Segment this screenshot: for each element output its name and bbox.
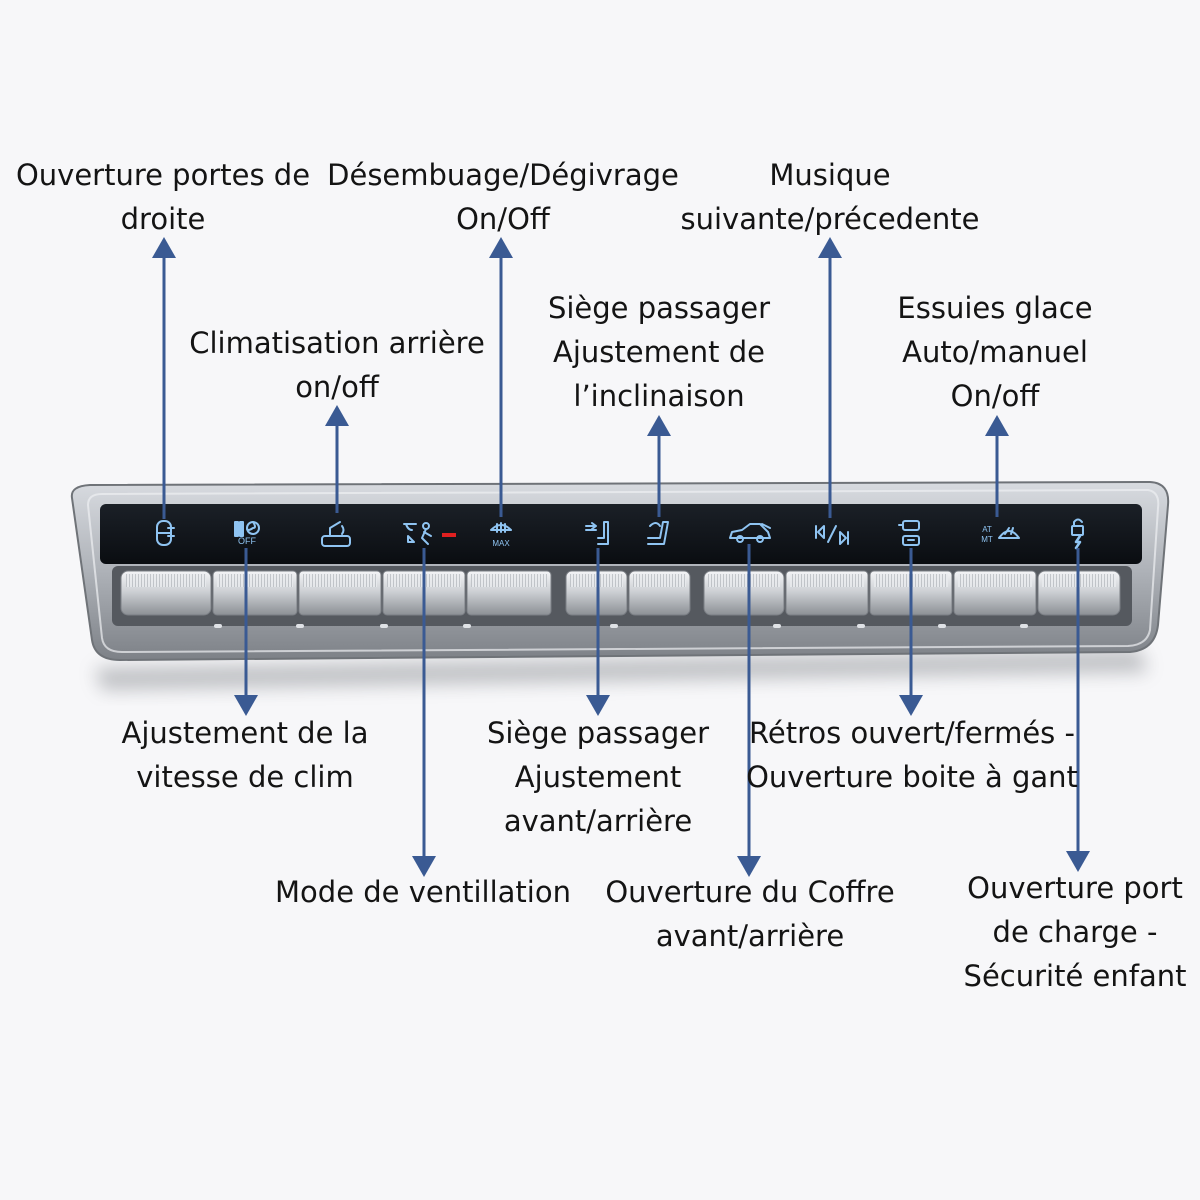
track-skip-icon (815, 525, 849, 545)
wiper-mt-text: MT (981, 535, 993, 544)
defrost-max-text: MAX (492, 539, 510, 548)
ventilation-mode-icon (403, 522, 432, 545)
key-row (120, 570, 1121, 628)
car-trunk-icon (729, 523, 771, 543)
label-vent-mode: Mode de ventillation (275, 875, 571, 909)
mirror-glovebox-icon (898, 520, 920, 546)
rear-seat-climate-icon (321, 521, 351, 547)
touch-glass-strip (100, 504, 1142, 564)
ventilation-indicator (442, 533, 456, 537)
control-panel: OFF MAX (70, 480, 1170, 690)
fan-off-icon: OFF (234, 521, 260, 546)
wiper-at-text: AT (982, 525, 992, 534)
wiper-auto-icon: AT MT (981, 525, 1020, 544)
car-door-icon (156, 520, 175, 546)
fan-off-text: OFF (238, 536, 256, 546)
unlock-charge-icon (1071, 518, 1084, 550)
seat-recline-icon (647, 521, 669, 545)
seat-fore-aft-icon (585, 521, 609, 545)
label-mirrors: Rétros ouvert/fermés -Ouverture boite à … (746, 716, 1078, 794)
connector-arrows (152, 237, 1090, 877)
defrost-max-icon: MAX (490, 522, 512, 548)
